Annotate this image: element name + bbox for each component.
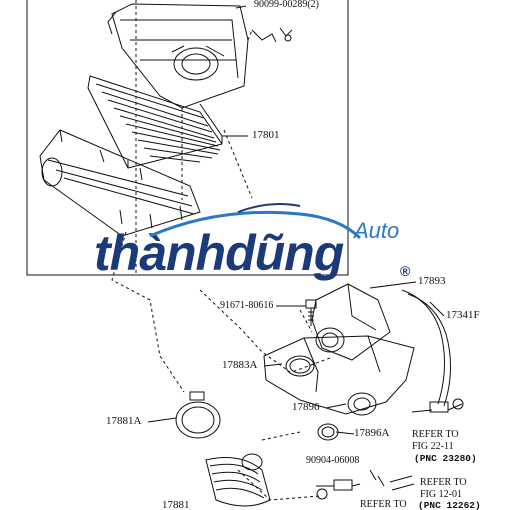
clamp-17881A [175,391,221,439]
resonator-17893 [311,283,391,361]
leader-17341F [429,301,445,317]
label-17881: 17881 [162,499,190,510]
leader-17896 [325,403,347,409]
resonator-17896 [263,335,415,416]
leader-17883A [263,363,283,367]
ref-1-pnc: (PNC 23280) [414,453,477,464]
watermark-brand: thànhdũng [94,225,344,281]
label-90904: 90904-06008 [306,455,360,466]
clamp-17896A [317,423,339,441]
ref-2-pnc: (PNC 12262) [418,500,481,510]
label-17881A: 17881A [106,415,142,427]
watermark-registered-mark: ® [400,263,411,279]
hose-17341F [401,289,464,413]
clamp-17883A [285,355,315,377]
intake-hose-17881 [205,453,271,507]
label-17341F: 17341F [446,309,480,321]
fitting-90904 [316,479,361,500]
air-filter-element [87,75,223,169]
label-17896: 17896 [292,401,320,413]
label-17801: 17801 [252,129,280,141]
air-cleaner-lower-case [39,129,201,237]
bolt-91671 [305,299,317,326]
ref-1-line2: FIG 22-11 [412,441,454,452]
leader-17881A [147,417,177,423]
ref-2-line2: FIG 12-01 [420,489,462,500]
watermark-suffix: Auto [354,218,400,243]
leader-17893 [369,281,417,289]
label-17893: 17893 [418,275,446,287]
ref-2-line1: REFER TO [420,477,467,488]
clip-90099 [251,27,293,43]
ref-3-line1: REFER TO [360,499,407,510]
label-90099: 90099-00289(2) [254,0,319,10]
label-17883A: 17883A [222,359,258,371]
leader-17896A [335,431,355,435]
label-17896A: 17896A [354,427,390,439]
air-cleaner-case [107,3,249,109]
hose-small [369,469,415,491]
assembly-frame [26,0,349,276]
ref-1-line1: REFER TO [412,429,459,440]
label-91671: 91671-80616 [220,300,274,311]
